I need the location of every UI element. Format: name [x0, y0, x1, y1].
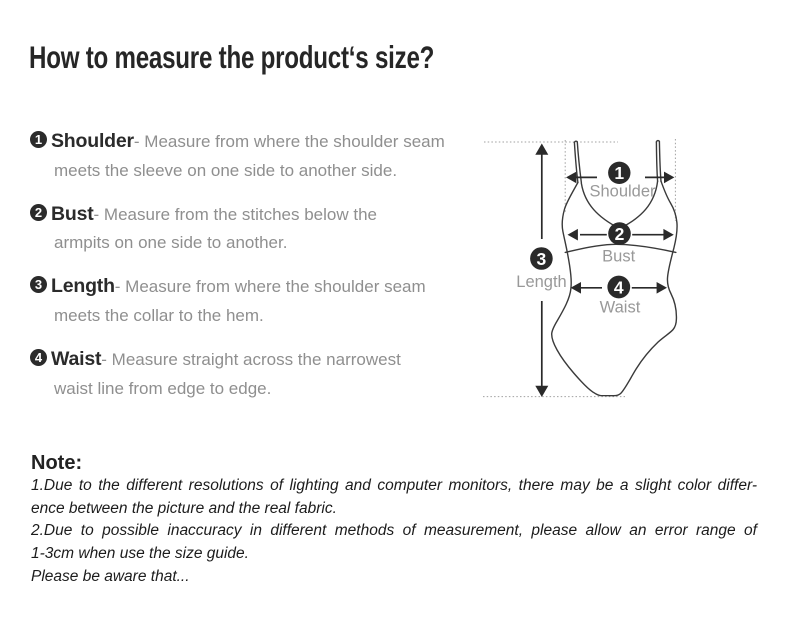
svg-text:Waist: Waist [600, 299, 641, 317]
svg-text:3: 3 [537, 249, 547, 269]
svg-text:4: 4 [614, 277, 624, 297]
svg-text:2: 2 [615, 224, 625, 244]
svg-text:Shoulder: Shoulder [589, 183, 656, 201]
svg-text:1: 1 [614, 163, 624, 183]
svg-text:Length: Length [516, 273, 566, 291]
svg-text:Bust: Bust [602, 248, 635, 266]
